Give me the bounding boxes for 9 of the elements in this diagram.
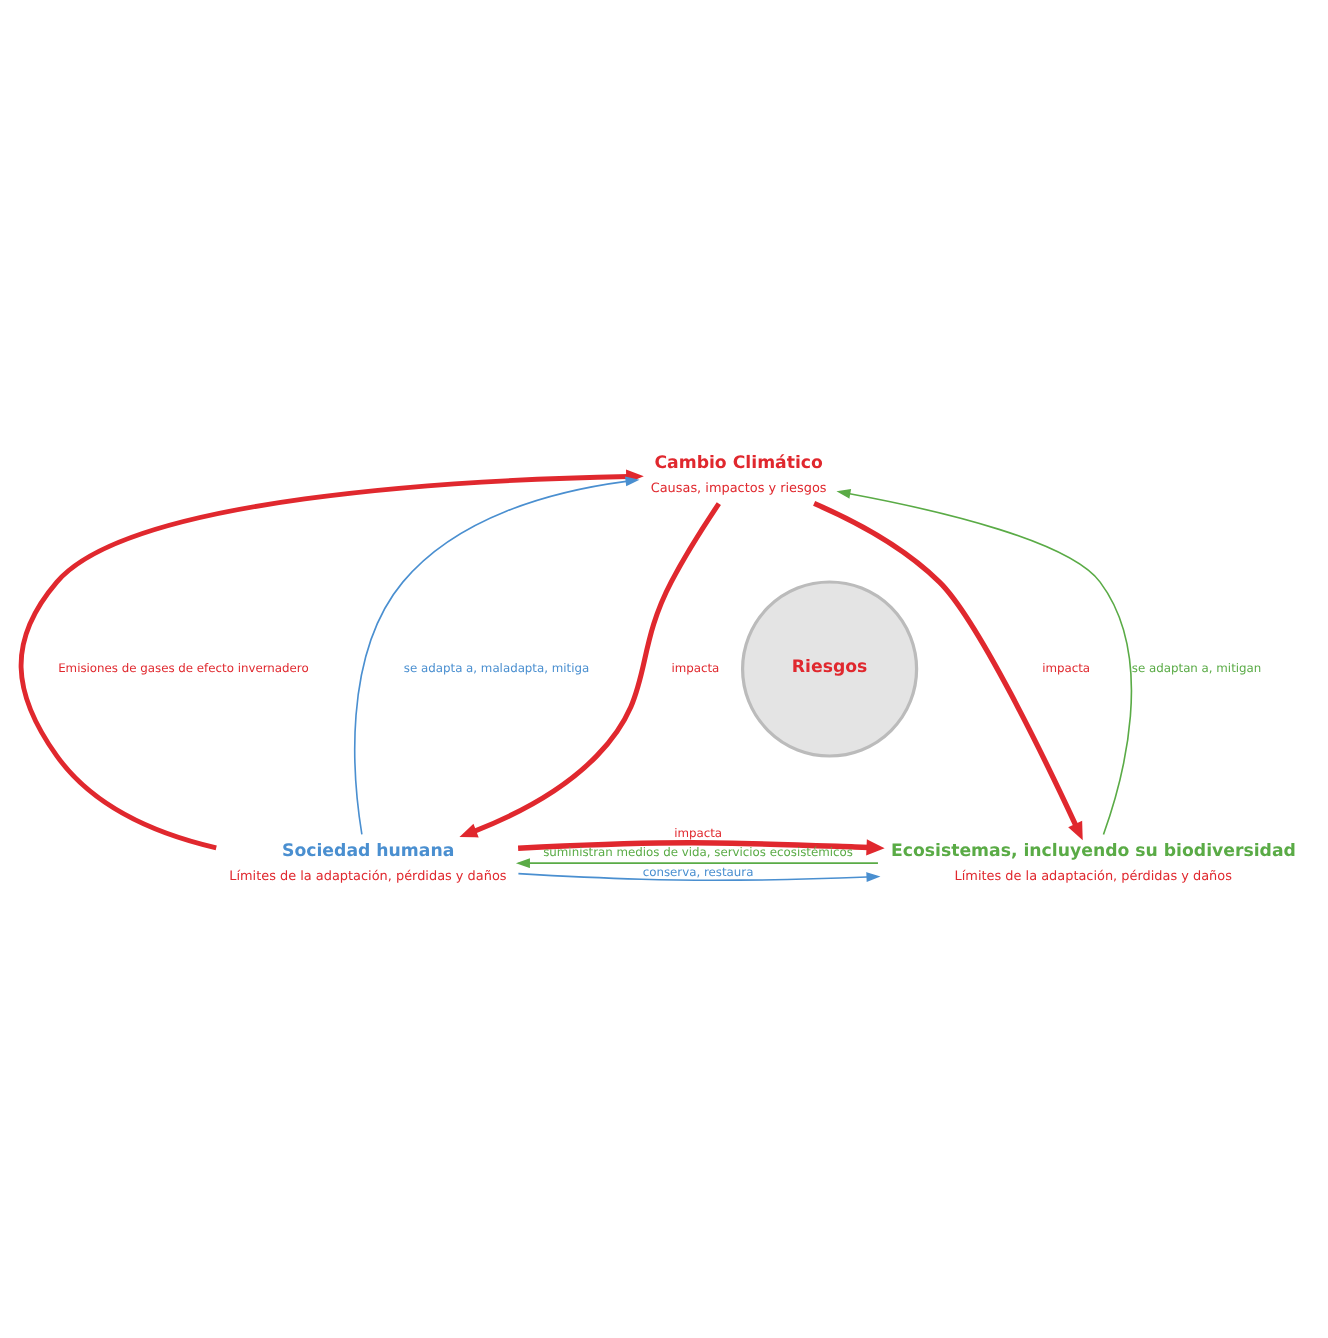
arrow xyxy=(813,501,1083,841)
node-circle: Riesgos xyxy=(740,580,919,758)
arrow xyxy=(354,476,640,836)
arrow xyxy=(836,489,1133,836)
arrow xyxy=(515,858,879,869)
arrow xyxy=(18,469,644,851)
arrow xyxy=(459,502,721,838)
arrow xyxy=(517,839,885,856)
arrow xyxy=(517,872,881,882)
